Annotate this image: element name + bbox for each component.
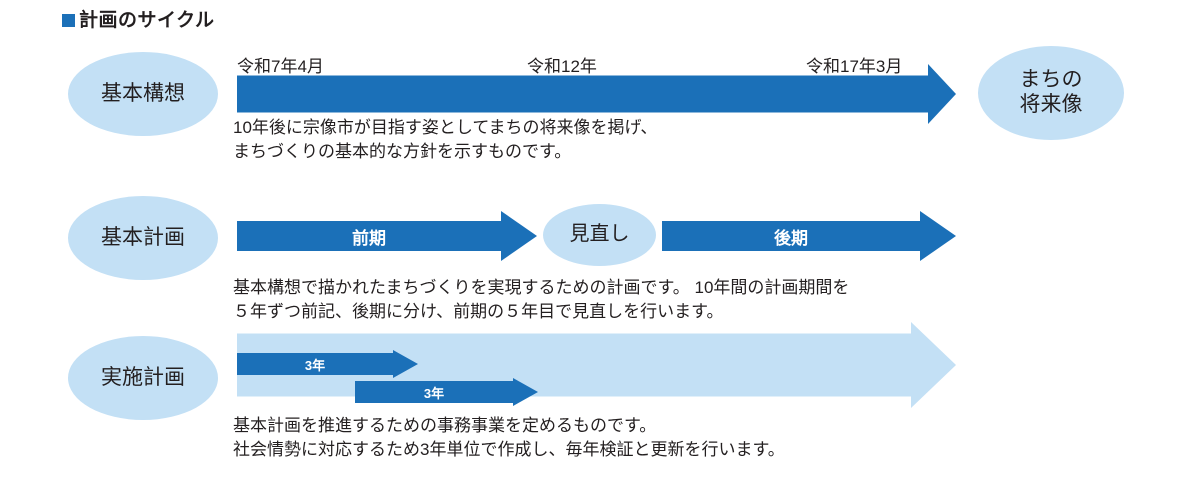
description-kihon-kousou: 10年後に宗像市が目指す姿としてまちの将来像を掲げ、 まちづくりの基本的な方針を… — [233, 118, 658, 162]
timeline-mid-label: 令和12年 — [527, 57, 597, 76]
arrow-zenki-first-period: 前期 — [237, 211, 537, 261]
arrow-body — [237, 75, 928, 113]
arrow-kouki-label: 後期 — [662, 221, 920, 251]
arrow-head-icon — [920, 211, 956, 261]
page-title: 計画のサイクル — [62, 5, 215, 32]
arrow-kouki-second-period: 後期 — [662, 211, 956, 261]
arrow-zenki-label: 前期 — [237, 221, 501, 251]
arrow-head-icon — [501, 211, 537, 261]
arrow-cycle-1-label: 3年 — [237, 353, 393, 375]
ellipse-machi-no-shourai-zou: まちの 将来像 — [978, 46, 1124, 140]
timeline-end-label: 令和17年3月 — [806, 57, 903, 76]
page-title-text: 計画のサイクル — [79, 10, 215, 31]
ellipse-jisshi-keikaku: 実施計画 — [68, 336, 218, 420]
ellipse-minaoshi-review: 見直し — [543, 204, 656, 266]
arrow-head-icon — [513, 378, 538, 406]
arrow-head-icon — [911, 322, 956, 408]
arrow-head-icon — [393, 350, 418, 378]
description-jisshi-keikaku: 基本計画を推進するための事務事業を定めるものです。 社会情勢に対応するため3年単… — [233, 416, 785, 460]
arrow-cycle-3years-second: 3年 — [355, 378, 538, 406]
arrow-cycle-3years-first: 3年 — [237, 350, 418, 378]
ellipse-kihon-kousou: 基本構想 — [68, 52, 218, 136]
ellipse-kihon-keikaku: 基本計画 — [68, 196, 218, 280]
arrow-head-icon — [928, 64, 956, 124]
timeline-start-label: 令和7年4月 — [237, 57, 324, 76]
arrow-cycle-2-label: 3年 — [355, 381, 513, 403]
arrow-kihon-kousou-timeline — [237, 64, 956, 124]
square-bullet-icon — [62, 14, 75, 27]
description-kihon-keikaku: 基本構想で描かれたまちづくりを実現するための計画です。 10年間の計画期間を ５… — [233, 278, 850, 322]
